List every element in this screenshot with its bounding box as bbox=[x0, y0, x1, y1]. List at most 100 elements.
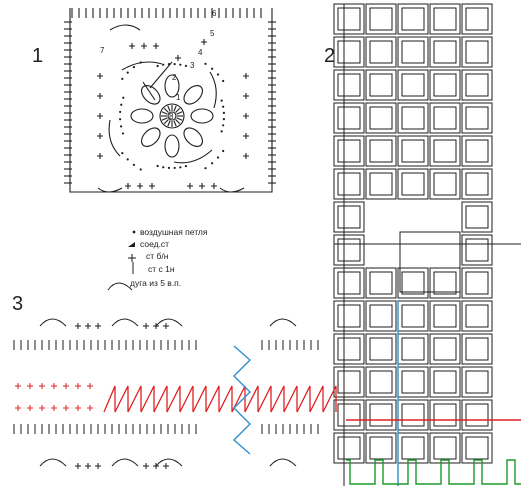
red-plus bbox=[27, 405, 33, 411]
grid-square-inner bbox=[401, 40, 425, 64]
petal bbox=[183, 85, 203, 105]
row-7-label: 7 bbox=[100, 46, 105, 55]
border-pattern bbox=[13, 318, 337, 469]
grid-square bbox=[333, 333, 365, 365]
motif-1-frame bbox=[69, 8, 273, 193]
chain-dot bbox=[211, 162, 214, 165]
grid-square bbox=[333, 201, 365, 233]
grid-square-inner bbox=[465, 271, 489, 295]
plus-mark bbox=[211, 183, 217, 189]
grid-square bbox=[365, 69, 397, 101]
plus-mark bbox=[175, 55, 181, 61]
grid-square-inner bbox=[433, 139, 457, 163]
grid-square bbox=[397, 3, 429, 35]
motif-1-plus-stitches bbox=[97, 39, 249, 189]
arc-row bbox=[39, 458, 297, 467]
spoke bbox=[167, 120, 171, 127]
grid-square-inner bbox=[337, 7, 361, 31]
chain-dot bbox=[204, 167, 207, 170]
grid-square-inner bbox=[465, 40, 489, 64]
plus-mark bbox=[85, 323, 91, 329]
spoke bbox=[175, 119, 181, 125]
blue-zigzag bbox=[232, 345, 252, 455]
grid-square bbox=[333, 3, 365, 35]
chain-dot bbox=[139, 61, 142, 64]
grid-square bbox=[365, 399, 397, 431]
grid-square bbox=[461, 168, 493, 200]
chain-dot bbox=[222, 118, 226, 121]
grid-square bbox=[397, 69, 429, 101]
plus-mark bbox=[95, 463, 101, 469]
chain-dot bbox=[126, 158, 129, 161]
grid-square-inner bbox=[401, 370, 425, 394]
grid-square bbox=[333, 234, 365, 266]
row-4-label: 4 bbox=[198, 48, 203, 57]
spoke bbox=[175, 107, 181, 113]
grid-square-inner bbox=[369, 106, 393, 130]
plus-mark bbox=[97, 73, 103, 79]
grid-square-inner bbox=[337, 403, 361, 427]
grid-square-inner bbox=[337, 436, 361, 460]
grid-square bbox=[461, 300, 493, 332]
grid-square bbox=[429, 102, 461, 134]
grid-square-inner bbox=[369, 73, 393, 97]
grid-square-inner bbox=[401, 403, 425, 427]
red-plus bbox=[15, 383, 21, 389]
row-6-label: 6 bbox=[212, 9, 217, 18]
chain-dot bbox=[120, 103, 123, 106]
red-plus bbox=[51, 405, 57, 411]
grid-square-inner bbox=[401, 139, 425, 163]
chain-dot bbox=[167, 166, 171, 170]
grid-square bbox=[429, 366, 461, 398]
grid-square bbox=[333, 102, 365, 134]
chain-dot bbox=[162, 166, 165, 169]
grid-square bbox=[461, 3, 493, 35]
chain-dot bbox=[139, 168, 142, 171]
grid-square bbox=[365, 366, 397, 398]
grid-square-inner bbox=[337, 106, 361, 130]
grid-square-inner bbox=[337, 271, 361, 295]
plus-mark bbox=[141, 43, 147, 49]
chain-dot bbox=[126, 71, 129, 74]
grid-square-inner bbox=[465, 304, 489, 328]
chain-dot bbox=[220, 130, 223, 133]
grid-square-inner bbox=[401, 172, 425, 196]
grid-square-inner bbox=[433, 40, 457, 64]
petal bbox=[183, 127, 203, 147]
grid-square bbox=[461, 102, 493, 134]
chain-dot bbox=[222, 79, 225, 83]
grid-square bbox=[429, 300, 461, 332]
plus-mark bbox=[125, 183, 131, 189]
chain-dot bbox=[162, 63, 165, 66]
grid-square bbox=[365, 432, 397, 464]
grid-square bbox=[397, 168, 429, 200]
red-plus bbox=[51, 383, 57, 389]
grid-square bbox=[461, 135, 493, 167]
plus-mark bbox=[75, 463, 81, 469]
row-2-label: 2 bbox=[172, 73, 177, 82]
grid-square-inner bbox=[433, 271, 457, 295]
grid-square-inner bbox=[433, 337, 457, 361]
petal bbox=[190, 108, 214, 124]
assembly-grid bbox=[333, 3, 521, 486]
grid-square-inner bbox=[337, 139, 361, 163]
grid-square-inner bbox=[369, 172, 393, 196]
motif-1-outer-row bbox=[64, 8, 276, 193]
red-zigzag bbox=[103, 385, 337, 413]
grid-square bbox=[365, 36, 397, 68]
plus-mark bbox=[95, 323, 101, 329]
arc-icon bbox=[107, 282, 133, 291]
grid-square-inner bbox=[465, 106, 489, 130]
plus-mark bbox=[129, 43, 135, 49]
chain-dot bbox=[211, 67, 214, 70]
grid-square bbox=[461, 234, 493, 266]
chain-dot bbox=[184, 64, 188, 67]
grid-square-inner bbox=[433, 106, 457, 130]
grid-square bbox=[429, 333, 461, 365]
figure-1-label: 1 bbox=[32, 45, 43, 67]
chain-dot bbox=[222, 149, 225, 153]
red-plus bbox=[75, 383, 81, 389]
grid-square bbox=[333, 135, 365, 167]
grid-square-inner bbox=[433, 304, 457, 328]
plus-mark bbox=[97, 133, 103, 139]
